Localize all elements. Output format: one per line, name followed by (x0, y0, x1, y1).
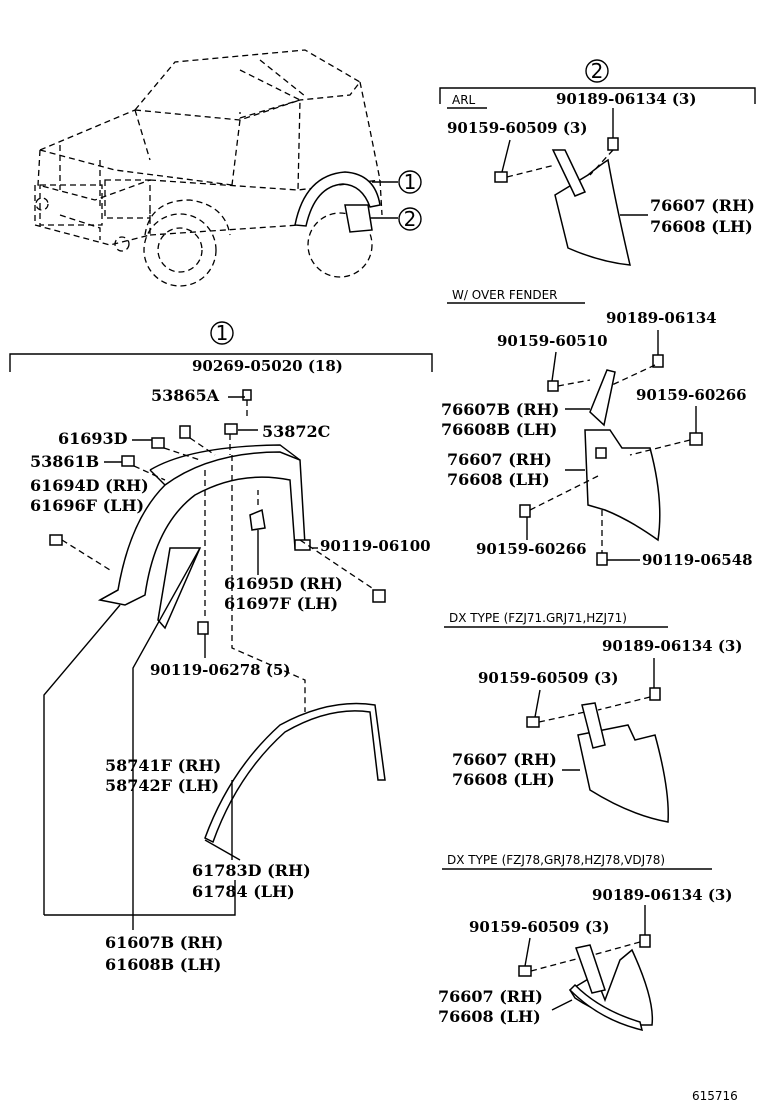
part-label-90269-05020: 90269-05020 (18) (192, 357, 343, 375)
section-2-bracket (439, 87, 756, 104)
arl-group: ARL 90189-06134 (3) 90159-60509 (3) 7660… (447, 90, 755, 266)
part-label-53872C: 53872C (262, 422, 330, 441)
section-2-number: 2 (591, 59, 604, 83)
dx-fzj78-part-90189: 90189-06134 (3) (592, 886, 732, 904)
over-fender-part-90189: 90189-06134 (606, 309, 717, 327)
part-label-61695D: 61695D (RH) (224, 574, 343, 593)
dx-fzj71-header: DX TYPE (FZJ71.GRJ71,HZJ71) (449, 611, 627, 625)
part-label-61783D: 61783D (RH) (192, 861, 311, 880)
part-label-61694D: 61694D (RH) (30, 476, 149, 495)
part-label-61607B: 61607B (RH) (105, 933, 223, 952)
over-fender-group: W/ OVER FENDER 90189-06134 90159-60510 9… (441, 288, 753, 569)
section-2: 2 ARL 90189-06134 (3) 90159-60509 (3) 76… (438, 59, 756, 1032)
part-label-61696F: 61696F (LH) (30, 496, 144, 515)
arl-part-90159: 90159-60509 (3) (447, 119, 587, 137)
arl-header: ARL (452, 93, 476, 107)
dx-fzj71-part-76608: 76608 (LH) (452, 770, 555, 789)
arl-part-76608: 76608 (LH) (650, 217, 753, 236)
section-1-number: 1 (216, 321, 229, 345)
over-fender-part-76608: 76608 (LH) (447, 470, 550, 489)
section-1-number-circle (210, 321, 234, 345)
section-2-number-circle (585, 59, 609, 83)
section-1-bracket (9, 353, 433, 372)
dx-fzj71-part-90189: 90189-06134 (3) (602, 637, 742, 655)
part-label-58741F: 58741F (RH) (105, 756, 221, 775)
arl-part-90189: 90189-06134 (3) (556, 90, 696, 108)
part-label-61608B: 61608B (LH) (105, 955, 221, 974)
callout-circle-1 (398, 170, 422, 194)
dx-fzj71-part-90159: 90159-60509 (3) (478, 669, 618, 687)
part-label-61697F: 61697F (LH) (224, 594, 338, 613)
over-fender-header: W/ OVER FENDER (452, 288, 558, 302)
part-label-53865A: 53865A (151, 386, 220, 405)
part-label-90119-06100: 90119-06100 (320, 537, 431, 555)
callout-label-1: 1 (404, 170, 417, 194)
section-1: 1 (9, 321, 433, 974)
part-label-58742F: 58742F (LH) (105, 776, 219, 795)
dx-fzj71-part-76607: 76607 (RH) (452, 750, 557, 769)
part-label-61784: 61784 (LH) (192, 882, 295, 901)
dx-fzj78-part-76607: 76607 (RH) (438, 987, 543, 1006)
callout-label-2: 2 (404, 207, 417, 231)
dx-fzj78-part-76608: 76608 (LH) (438, 1007, 541, 1026)
over-fender-part-76607B: 76607B (RH) (441, 400, 559, 419)
dx-fzj78-part-90159: 90159-60509 (3) (469, 918, 609, 936)
part-label-90119-06278: 90119-06278 (5) (150, 661, 290, 679)
over-fender-part-90159-60266-b: 90159-60266 (476, 540, 587, 558)
callout-circle-2 (398, 207, 422, 231)
dx-fzj71-group: DX TYPE (FZJ71.GRJ71,HZJ71) 90189-06134 … (444, 611, 742, 823)
dx-fzj78-header: DX TYPE (FZJ78,GRJ78,HZJ78,VDJ78) (447, 853, 665, 867)
over-fender-part-90159-60510: 90159-60510 (497, 332, 608, 350)
dx-fzj78-group: DX TYPE (FZJ78,GRJ78,HZJ78,VDJ78) 90189-… (438, 853, 732, 1032)
over-fender-part-76608B: 76608B (LH) (441, 420, 557, 439)
arl-part-76607: 76607 (RH) (650, 196, 755, 215)
figure-number: 615716 (692, 1089, 738, 1103)
part-label-53861B: 53861B (30, 452, 99, 471)
over-fender-part-90119-06548: 90119-06548 (642, 551, 753, 569)
vehicle-illustration: 1 2 (34, 49, 422, 287)
over-fender-part-90159-60266-a: 90159-60266 (636, 386, 747, 404)
over-fender-part-76607: 76607 (RH) (447, 450, 552, 469)
part-label-61693D: 61693D (58, 429, 128, 448)
